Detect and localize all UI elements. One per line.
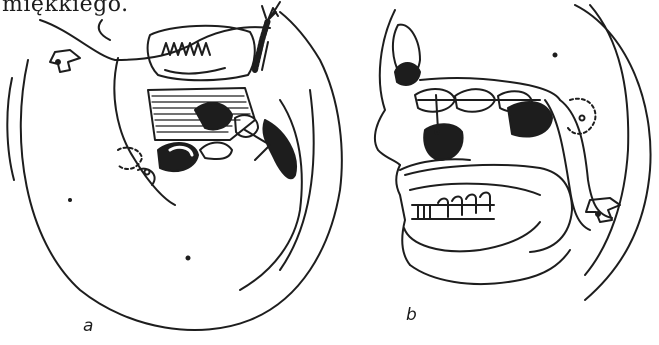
header-text: miękkiego.	[2, 0, 129, 17]
head-outline-b	[575, 5, 651, 300]
panel-label-a: a	[83, 316, 93, 336]
panel-a-drawing	[7, 2, 341, 330]
upper-teeth	[162, 43, 210, 55]
panel-label-b: b	[406, 305, 417, 325]
panel-b-drawing	[375, 5, 651, 300]
